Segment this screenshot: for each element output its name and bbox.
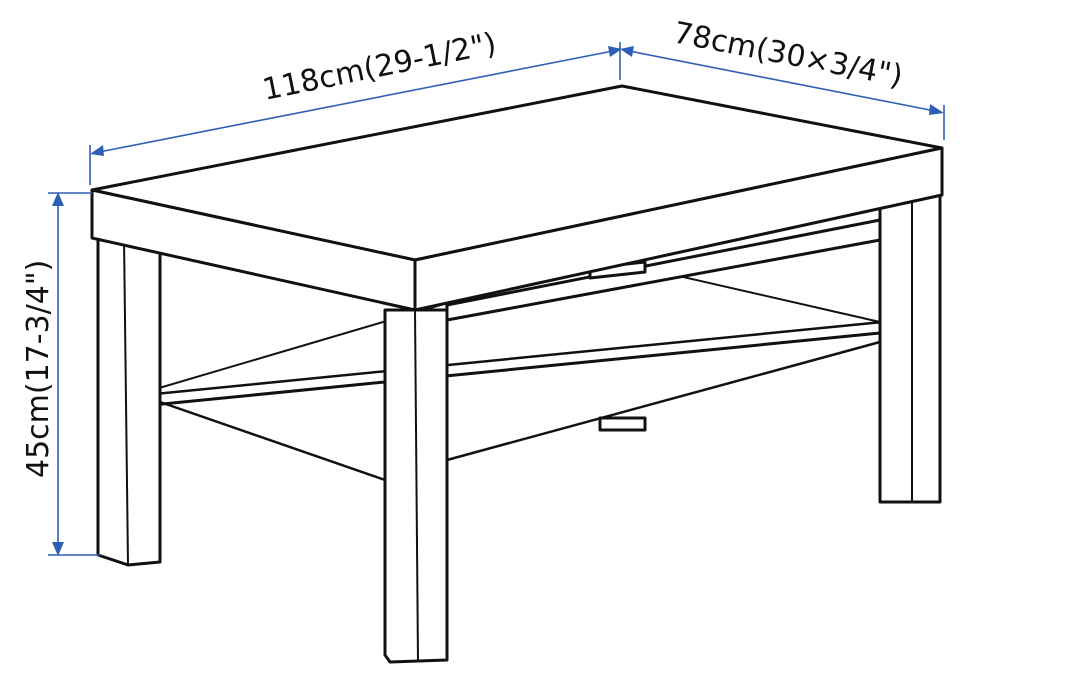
front-corner-leg bbox=[383, 308, 449, 664]
front-left-leg bbox=[96, 228, 162, 567]
length-dimension-line bbox=[93, 49, 619, 154]
length-arrow-left bbox=[90, 145, 104, 156]
height-arrow-top bbox=[52, 192, 64, 206]
shelf-support-block bbox=[598, 416, 647, 432]
length-arrow-right bbox=[608, 46, 622, 57]
width-arrow-right bbox=[929, 104, 944, 115]
table-top-side-edge bbox=[413, 146, 944, 312]
shelf-right-edge bbox=[446, 340, 881, 462]
length-label: 118cm(29-1/2") bbox=[260, 26, 500, 108]
height-dimension: 45cm(17-3/4") bbox=[21, 192, 100, 556]
height-label: 45cm(17-3/4") bbox=[21, 260, 56, 478]
back-legs bbox=[878, 193, 942, 504]
height-arrow-bottom bbox=[52, 542, 64, 556]
front-corner-leg-edge bbox=[414, 309, 419, 663]
width-arrow-left bbox=[620, 46, 634, 57]
lower-shelf bbox=[130, 257, 882, 432]
shelf-left-edge bbox=[159, 400, 386, 482]
back-right-leg bbox=[878, 193, 942, 504]
shelf-top-surface bbox=[131, 257, 881, 397]
width-dimension-line bbox=[623, 49, 941, 113]
front-left-leg-edge bbox=[123, 237, 129, 566]
front-left-leg-body bbox=[96, 228, 162, 567]
table-top bbox=[90, 84, 944, 312]
